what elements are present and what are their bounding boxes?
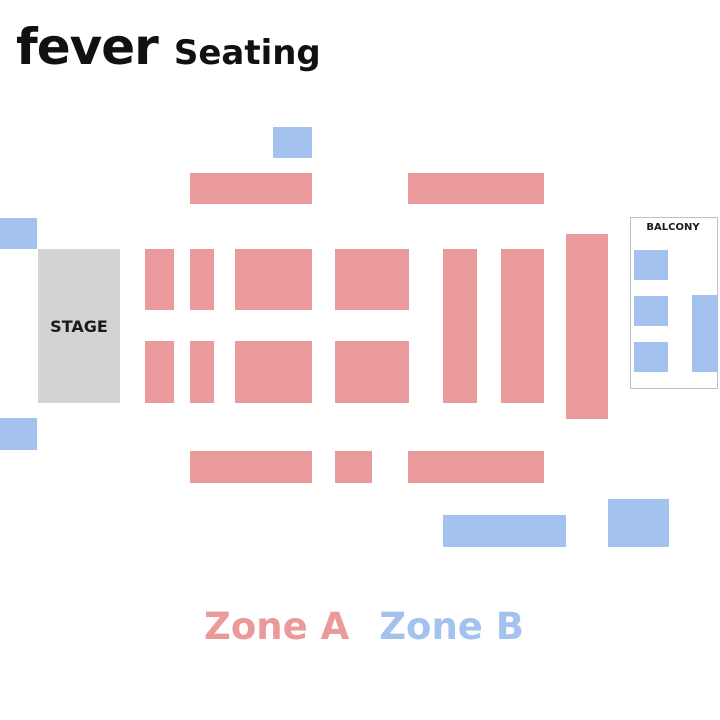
header: fever Seating [16,22,321,82]
zone-b-section-left-bottom[interactable] [0,418,37,450]
zone-a-section-tall-2[interactable] [501,249,544,403]
balcony: BALCONY [630,217,718,389]
brand-logo: fever [16,18,159,76]
zone-a-section-tall-1[interactable] [443,249,477,403]
zone-b-section-bottom-wide[interactable] [443,515,566,547]
zone-a-section-row1-col3[interactable] [235,249,312,310]
balcony-label: BALCONY [646,222,700,233]
zone-a-section-row1-col4[interactable] [335,249,409,310]
legend-zone-a: Zone A [204,604,350,648]
balcony-section-4[interactable] [692,295,718,372]
zone-a-section-row2-col1[interactable] [145,341,174,403]
zone-b-section-top[interactable] [273,127,312,158]
zone-b-section-left-top[interactable] [0,218,37,249]
zone-a-section-row1-col2[interactable] [190,249,214,310]
zone-a-section-row2-col2[interactable] [190,341,214,403]
zone-a-section-bottom-left[interactable] [190,451,312,483]
balcony-section-3[interactable] [634,342,668,372]
stage: STAGE [38,249,120,403]
page-title: Seating [173,33,321,73]
zone-a-section-top-left[interactable] [190,173,312,204]
legend-zone-b: Zone B [379,604,524,648]
zone-a-section-bottom-mid[interactable] [335,451,372,483]
zone-a-section-row2-col3[interactable] [235,341,312,403]
stage-label: STAGE [50,316,108,336]
zone-a-section-top-right[interactable] [408,173,544,204]
balcony-section-1[interactable] [634,250,668,280]
zone-a-section-tall-3[interactable] [566,234,608,419]
zone-a-section-row2-col4[interactable] [335,341,409,403]
zone-a-section-bottom-right[interactable] [408,451,544,483]
zone-b-section-bottom-right[interactable] [608,499,669,547]
balcony-section-2[interactable] [634,296,668,326]
zone-a-section-row1-col1[interactable] [145,249,174,310]
zone-legend: Zone A Zone B [204,600,524,652]
